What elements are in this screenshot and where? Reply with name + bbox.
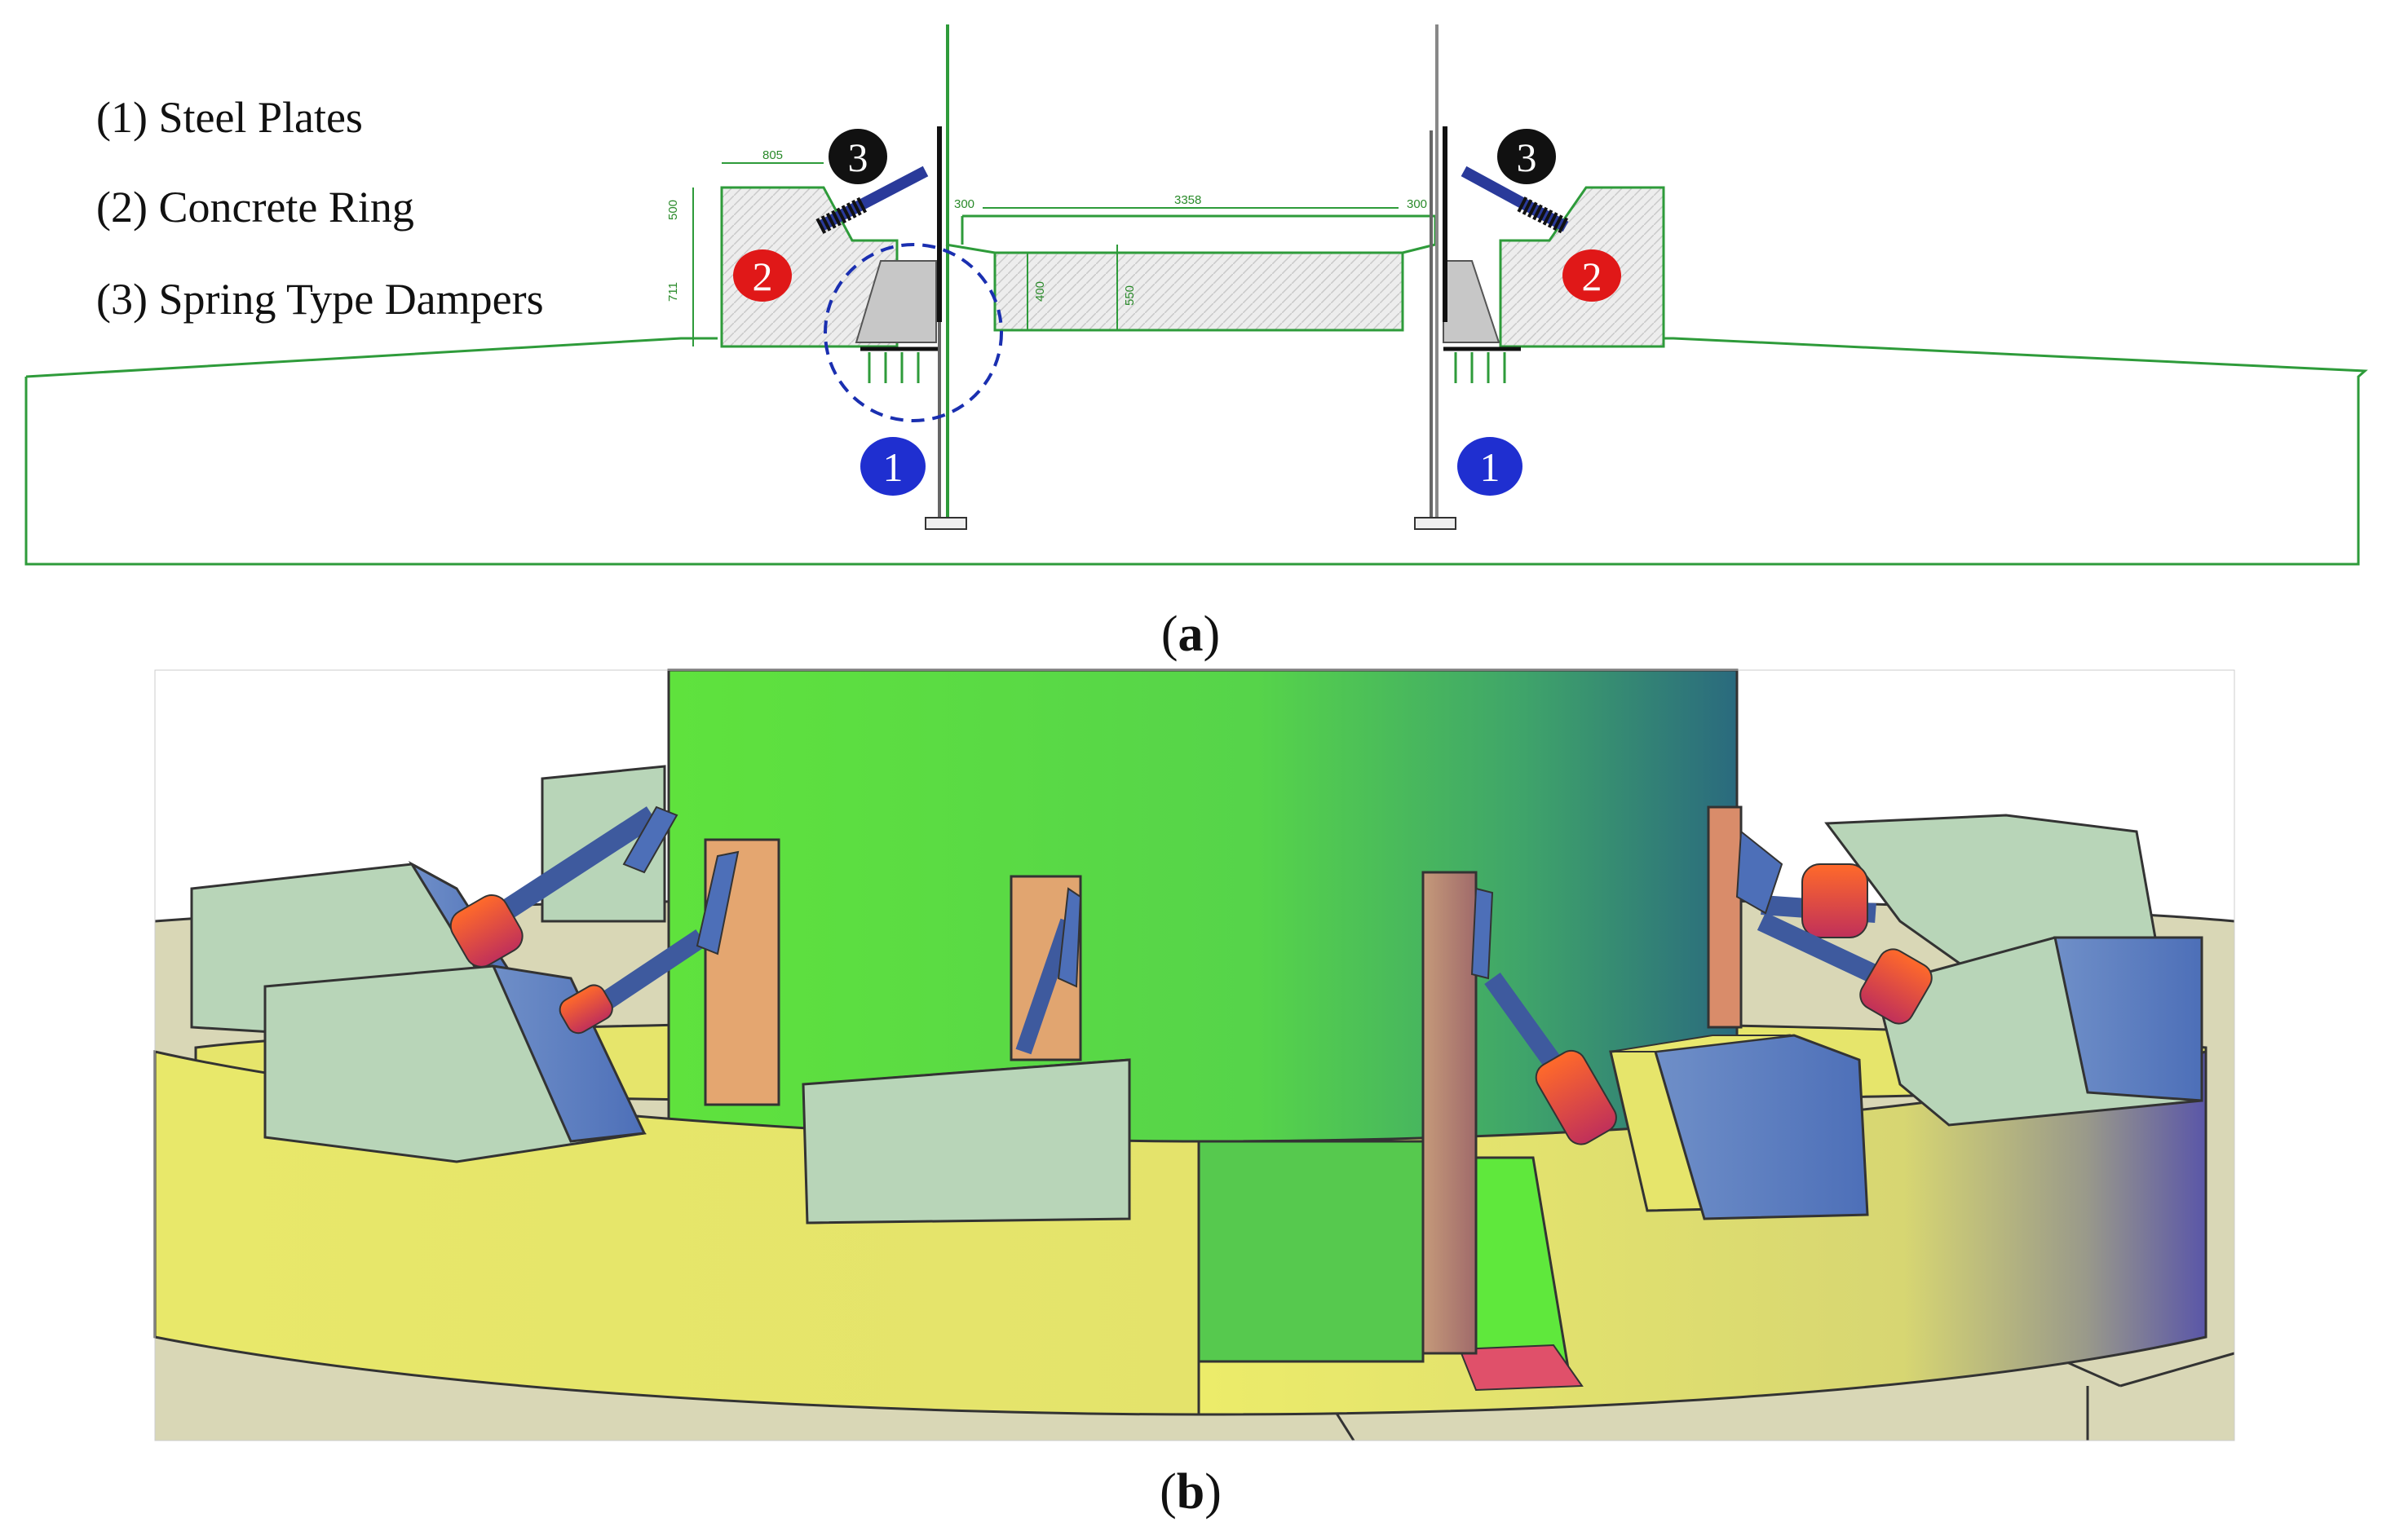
caption-a: (a) bbox=[1161, 607, 1220, 662]
legend-item-concrete-ring: (2) Concrete Ring bbox=[96, 183, 414, 232]
marker-steel-right: 1 bbox=[1457, 437, 1522, 496]
dim-805: 805 bbox=[762, 148, 783, 162]
bearing-wedge-right bbox=[1443, 260, 1500, 343]
detail-circle bbox=[824, 243, 1003, 422]
marker-steel-left: 1 bbox=[860, 437, 926, 496]
svg-text:3: 3 bbox=[1517, 135, 1537, 180]
marker-ring-right: 2 bbox=[1562, 249, 1621, 302]
panel-b: (b) bbox=[153, 669, 2235, 1520]
damper-section-right bbox=[1461, 165, 1570, 234]
svg-text:2: 2 bbox=[753, 254, 773, 299]
damper-block-left bbox=[263, 964, 647, 1163]
dim-3358: 3358 bbox=[1174, 193, 1201, 207]
damper-4 bbox=[1484, 972, 1617, 1145]
steel-plate-4 bbox=[1707, 805, 1743, 1029]
damper-6 bbox=[1757, 912, 1933, 1025]
steel-plate-3 bbox=[1421, 871, 1478, 1355]
damper-block-front-center bbox=[802, 1058, 1131, 1224]
middle-slab bbox=[993, 251, 1404, 332]
dim-500: 500 bbox=[666, 200, 680, 220]
damper-5 bbox=[1761, 863, 1876, 938]
damper-block-right bbox=[2053, 936, 2203, 1102]
marker-ring-left: 2 bbox=[733, 249, 792, 302]
dim-300-right: 300 bbox=[1407, 197, 1427, 211]
damper-2 bbox=[559, 929, 707, 1035]
foundation-outline bbox=[24, 337, 2368, 566]
legend-item-steel-plates: (1) Steel Plates bbox=[96, 93, 363, 142]
svg-text:1: 1 bbox=[883, 444, 904, 490]
concrete-ring-left-section bbox=[720, 186, 899, 348]
damper-1 bbox=[449, 806, 659, 968]
marker-damper-right: 3 bbox=[1497, 129, 1556, 184]
dim-711: 711 bbox=[666, 282, 680, 302]
svg-text:3: 3 bbox=[848, 135, 868, 180]
dim-550: 550 bbox=[1123, 285, 1137, 306]
marker-damper-left: 3 bbox=[829, 129, 887, 184]
damper-3 bbox=[1015, 918, 1076, 1055]
dim-300-left: 300 bbox=[954, 197, 974, 211]
legend-item-spring-dampers: (3) Spring Type Dampers bbox=[96, 275, 544, 324]
panel-a: 805 3358 300 300 500 711 400 550 (1) Ste… bbox=[24, 24, 2368, 662]
svg-text:2: 2 bbox=[1582, 254, 1602, 299]
dim-400: 400 bbox=[1033, 281, 1047, 302]
bearing-wedge-left bbox=[855, 260, 937, 343]
caption-b: (b) bbox=[1160, 1464, 1222, 1520]
svg-text:1: 1 bbox=[1480, 444, 1500, 490]
damper-section-left bbox=[815, 165, 929, 234]
